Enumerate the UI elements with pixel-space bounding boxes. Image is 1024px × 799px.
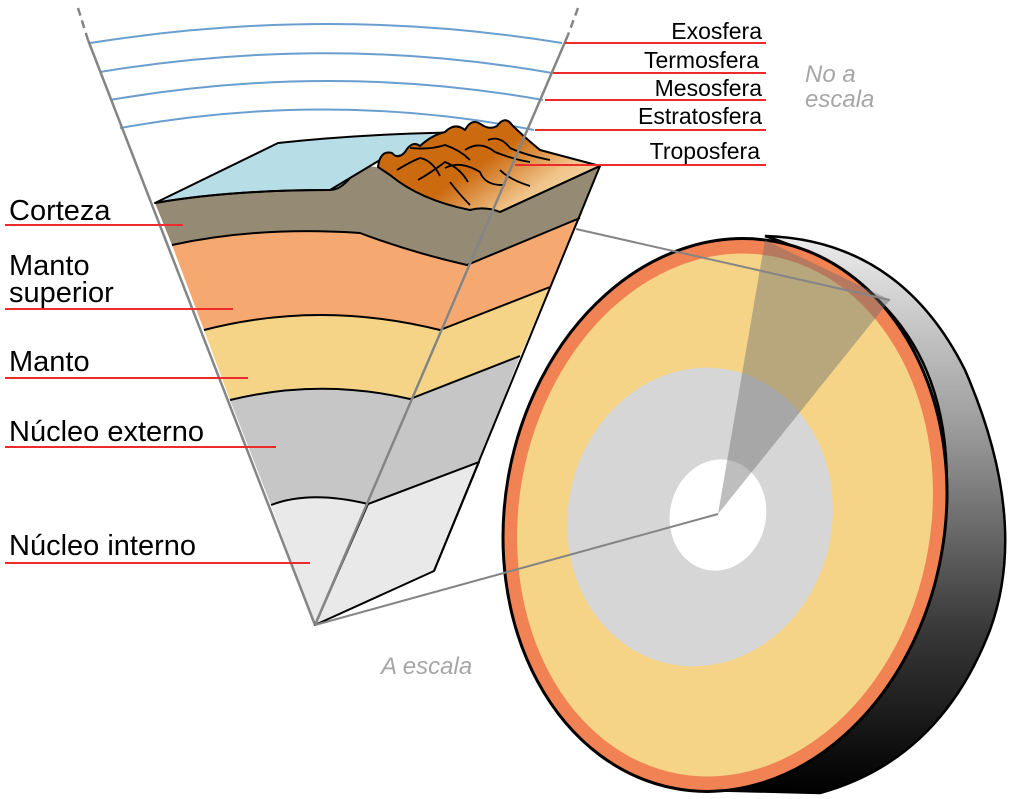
atmosphere-layers: [89, 23, 563, 131]
label-text: Termosfera: [644, 47, 759, 73]
mountain-ridges: [396, 137, 551, 206]
label-mesosphere: Mesosfera: [545, 75, 766, 101]
atmosphere-arc-thermosphere: [99, 52, 553, 74]
label-inner-core: Núcleo interno: [5, 530, 310, 564]
cone-left-edge: [86, 39, 317, 626]
label-text: Estratosfera: [638, 103, 762, 129]
mountain-range: [377, 119, 601, 213]
atmosphere-labels: Exosfera Termosfera Mesosfera Estratosfe…: [515, 18, 766, 166]
scale-notes: No a escala A escala: [379, 61, 874, 680]
upper-mantle-layer: [172, 231, 467, 330]
atmosphere-arc-stratosphere: [119, 108, 535, 131]
cone-edges: [76, 7, 580, 626]
label-mantle: Manto: [5, 346, 248, 379]
label-text-line1: Manto: [9, 250, 90, 282]
label-text: Núcleo interno: [9, 530, 196, 562]
label-thermosphere: Termosfera: [553, 47, 766, 74]
mantle-side: [410, 287, 550, 399]
disc-wedge-highlight: [718, 240, 890, 514]
cone-left-edge-dashed: [76, 7, 90, 41]
note-not-to-scale-line1: No a: [805, 61, 856, 88]
earth-to-scale-disc: [314, 228, 1007, 795]
label-exosphere: Exosfera: [565, 18, 766, 44]
label-text: Manto: [9, 346, 90, 378]
crust-layer: [155, 166, 600, 265]
inner-core-layer: [271, 497, 368, 625]
label-text: Troposfera: [650, 138, 761, 164]
interior-labels: Corteza Manto superior Manto Núcleo exte…: [5, 195, 310, 564]
label-text: Núcleo externo: [9, 416, 204, 448]
label-text-line2: superior: [9, 277, 114, 309]
connector-line-top: [575, 228, 891, 301]
disc-side: [699, 234, 1007, 795]
label-text: Corteza: [9, 195, 111, 227]
label-crust: Corteza: [5, 195, 183, 227]
upper-mantle-side: [440, 218, 580, 330]
cone-center-edge: [313, 34, 570, 626]
note-to-scale: A escala: [379, 653, 472, 680]
outer-core-side: [368, 356, 520, 504]
label-text: Mesosfera: [655, 75, 763, 101]
label-stratosphere: Estratosfera: [535, 103, 766, 131]
connector-line-bottom: [314, 513, 719, 626]
label-outer-core: Núcleo externo: [5, 416, 276, 448]
mantle-layer: [204, 315, 440, 400]
atmosphere-arc-exosphere: [89, 23, 563, 44]
atmosphere-arc-mesosphere: [109, 80, 544, 101]
label-troposphere: Troposfera: [515, 138, 766, 166]
label-text: Exosfera: [671, 18, 762, 44]
cone-center-edge-dashed: [566, 7, 580, 36]
label-upper-mantle: Manto superior: [5, 250, 233, 310]
note-not-to-scale-line2: escala: [805, 86, 874, 113]
earth-cross-section-wedge: [76, 7, 601, 626]
outer-core-layer: [230, 388, 410, 505]
